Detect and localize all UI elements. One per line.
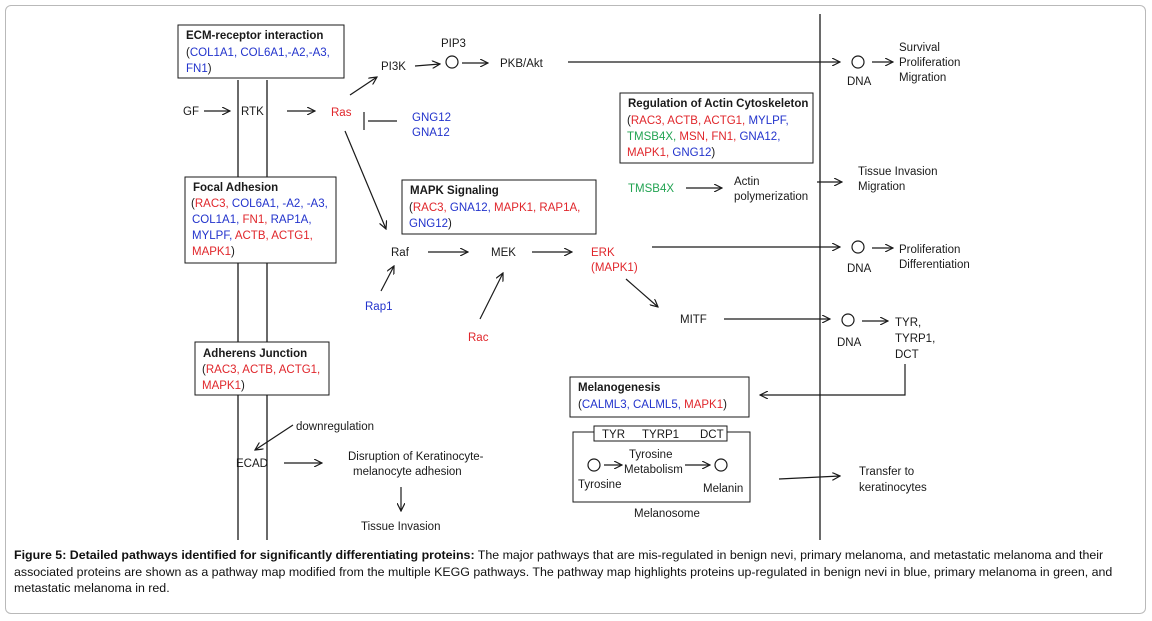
svg-text:(RAC3, COL6A1, -A2, -A3,: (RAC3, COL6A1, -A2, -A3, — [191, 198, 328, 210]
raf-label: Raf — [391, 247, 410, 259]
focal-title: Focal Adhesion — [193, 182, 278, 194]
output-proliferation-2: Proliferation — [899, 244, 960, 256]
pip3-node — [445, 55, 459, 69]
output-migration-2: Migration — [858, 181, 905, 193]
adherens-title: Adherens Junction — [203, 348, 307, 360]
actin-cytoskeleton-box: Regulation of Actin Cytoskeleton (RAC3, … — [619, 92, 814, 164]
ecm-title: ECM-receptor interaction — [186, 30, 323, 42]
svg-text:MYLPF, ACTB, ACTG1,: MYLPF, ACTB, ACTG1, — [192, 230, 313, 242]
melanin-node — [714, 458, 728, 472]
caption-title: Figure 5: Detailed pathways identified f… — [14, 548, 475, 562]
svg-text:(RAC3, GNA12, MAPK1, RAP1A,: (RAC3, GNA12, MAPK1, RAP1A, — [409, 202, 580, 214]
output-tyrp1: TYRP1, — [895, 333, 935, 345]
gng12-label: GNG12 — [412, 112, 451, 124]
output-migration: Migration — [899, 72, 946, 84]
mek-label: MEK — [491, 247, 516, 259]
actin-label-1: Actin — [734, 176, 760, 188]
output-proliferation: Proliferation — [899, 57, 960, 69]
tissue-invasion-label: Tissue Invasion — [361, 521, 440, 533]
dna-label-2: DNA — [847, 263, 872, 275]
figure-frame — [5, 5, 1146, 614]
svg-text:(RAC3, ACTB, ACTG1, MYLPF,: (RAC3, ACTB, ACTG1, MYLPF, — [627, 115, 789, 127]
svg-text:TMSB4X, MSN, FN1, GNA12,: TMSB4X, MSN, FN1, GNA12, — [627, 131, 780, 143]
svg-text:FN1): FN1) — [186, 63, 212, 75]
ecm-receptor-box: ECM-receptor interaction (COL1A1, COL6A1… — [177, 24, 345, 79]
mapk-signaling-box: MAPK Signaling (RAC3, GNA12, MAPK1, RAP1… — [401, 179, 597, 235]
svg-text:MAPK1): MAPK1) — [192, 246, 235, 258]
dna-node-1 — [851, 55, 865, 69]
erk-label: ERK — [591, 247, 615, 259]
tyrosine-label: Tyrosine — [578, 479, 621, 491]
figure-caption: Figure 5: Detailed pathways identified f… — [14, 547, 1138, 597]
melanosome-tab-tyr: TYR — [602, 429, 625, 441]
melanosome-tab-dct: DCT — [700, 429, 724, 441]
metabolism-label-2: Metabolism — [624, 464, 683, 476]
disruption-label-1: Disruption of Keratinocyte- — [348, 451, 484, 463]
svg-text:(COL1A1, COL6A1,-A2,-A3,: (COL1A1, COL6A1,-A2,-A3, — [186, 47, 330, 59]
output-dct: DCT — [895, 349, 919, 361]
dna-node-3 — [841, 313, 855, 327]
pip3-label: PIP3 — [441, 38, 466, 50]
metabolism-label-1: Tyrosine — [629, 449, 672, 461]
adherens-junction-box: Adherens Junction (RAC3, ACTB, ACTG1, MA… — [194, 341, 330, 396]
melanosome-tab-tyrp1: TYRP1 — [642, 429, 679, 441]
melanogenesis-box: Melanogenesis (CALML3, CALML5, MAPK1) — [569, 376, 750, 418]
ecm-proteins-2: FN1 — [186, 63, 208, 75]
gna12-label: GNA12 — [412, 127, 450, 139]
mapk-title: MAPK Signaling — [410, 185, 499, 197]
output-tissue-invasion: Tissue Invasion — [858, 166, 937, 178]
svg-text:COL1A1, FN1, RAP1A,: COL1A1, FN1, RAP1A, — [192, 214, 312, 226]
svg-text:(CALML3, CALML5, MAPK1): (CALML3, CALML5, MAPK1) — [578, 399, 727, 411]
output-survival: Survival — [899, 42, 940, 54]
melanogenesis-title: Melanogenesis — [578, 382, 660, 394]
ras-label: Ras — [331, 107, 352, 119]
caption-body: The major pathways that are mis-regulate… — [14, 548, 1113, 595]
transfer-label-1: Transfer to — [859, 466, 914, 478]
dna-node-2 — [851, 240, 865, 254]
svg-text:MAPK1): MAPK1) — [202, 380, 245, 392]
erk-mapk1-label: (MAPK1) — [591, 262, 638, 274]
melanosome-box: TYR TYRP1 DCT Tyrosine Metabolism Tyrosi… — [572, 425, 751, 503]
melanosome-label: Melanosome — [634, 508, 700, 520]
melanin-label: Melanin — [703, 483, 743, 495]
tmsb4x-label: TMSB4X — [628, 183, 674, 195]
pi3k-label: PI3K — [381, 61, 406, 73]
svg-text:MAPK1, GNG12): MAPK1, GNG12) — [627, 147, 715, 159]
output-differentiation: Differentiation — [899, 259, 970, 271]
actin-reg-title: Regulation of Actin Cytoskeleton — [628, 98, 808, 110]
dna-label-3: DNA — [837, 337, 862, 349]
pkb-akt-label: PKB/Akt — [500, 58, 544, 70]
gf-label: GF — [183, 106, 199, 118]
rac-label: Rac — [468, 332, 489, 344]
rtk-label: RTK — [241, 106, 264, 118]
tyrosine-node — [587, 458, 601, 472]
output-tyr: TYR, — [895, 317, 921, 329]
ecm-proteins-1: COL1A1, COL6A1,-A2,-A3, — [190, 47, 330, 59]
mitf-label: MITF — [680, 314, 707, 326]
transfer-label-2: keratinocytes — [859, 482, 927, 494]
focal-adhesion-box: Focal Adhesion (RAC3, COL6A1, -A2, -A3, … — [184, 176, 337, 264]
dna-label-1: DNA — [847, 76, 872, 88]
actin-label-2: polymerization — [734, 191, 808, 203]
rap1-label: Rap1 — [365, 301, 393, 313]
downregulation-label: downregulation — [296, 421, 374, 433]
ecad-label: ECAD — [236, 458, 268, 470]
pathway-diagram: ECM-receptor interaction (COL1A1, COL6A1… — [177, 14, 970, 540]
svg-text:(RAC3, ACTB, ACTG1,: (RAC3, ACTB, ACTG1, — [202, 364, 320, 376]
disruption-label-2: melanocyte adhesion — [353, 466, 462, 478]
svg-text:GNG12): GNG12) — [409, 218, 452, 230]
